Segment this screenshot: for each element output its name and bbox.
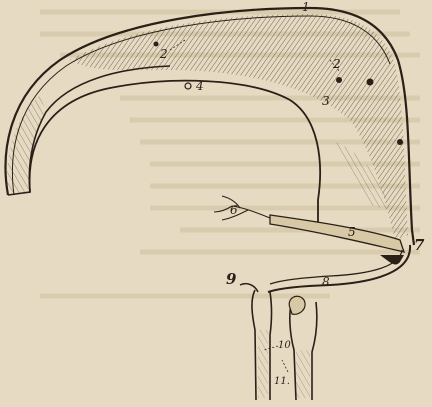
label-5: 5 [348,225,356,239]
label-11: 11. [274,376,290,387]
label-6: 6 [230,203,238,217]
inner-loop [30,81,321,222]
lower-sinus-shading [380,255,404,264]
marker-dot-2 [336,77,342,83]
marker-dot-a [367,79,374,86]
marker-dot-b [154,42,159,47]
marker-dot-4 [185,83,191,89]
label-7: 7 [414,236,425,254]
label-8: 8 [322,275,330,289]
label-10: 10 [278,340,291,351]
label-2-right: 2 [332,57,341,71]
vessel-bulb [289,296,305,314]
label-1: 1 [302,0,310,14]
label-3: 3 [322,94,330,108]
label-9: 9 [226,270,237,288]
straight-sinus [270,215,404,252]
label-2-upper: 2 [159,47,168,61]
marker-dot-7 [397,139,403,145]
label-4: 4 [195,79,204,93]
